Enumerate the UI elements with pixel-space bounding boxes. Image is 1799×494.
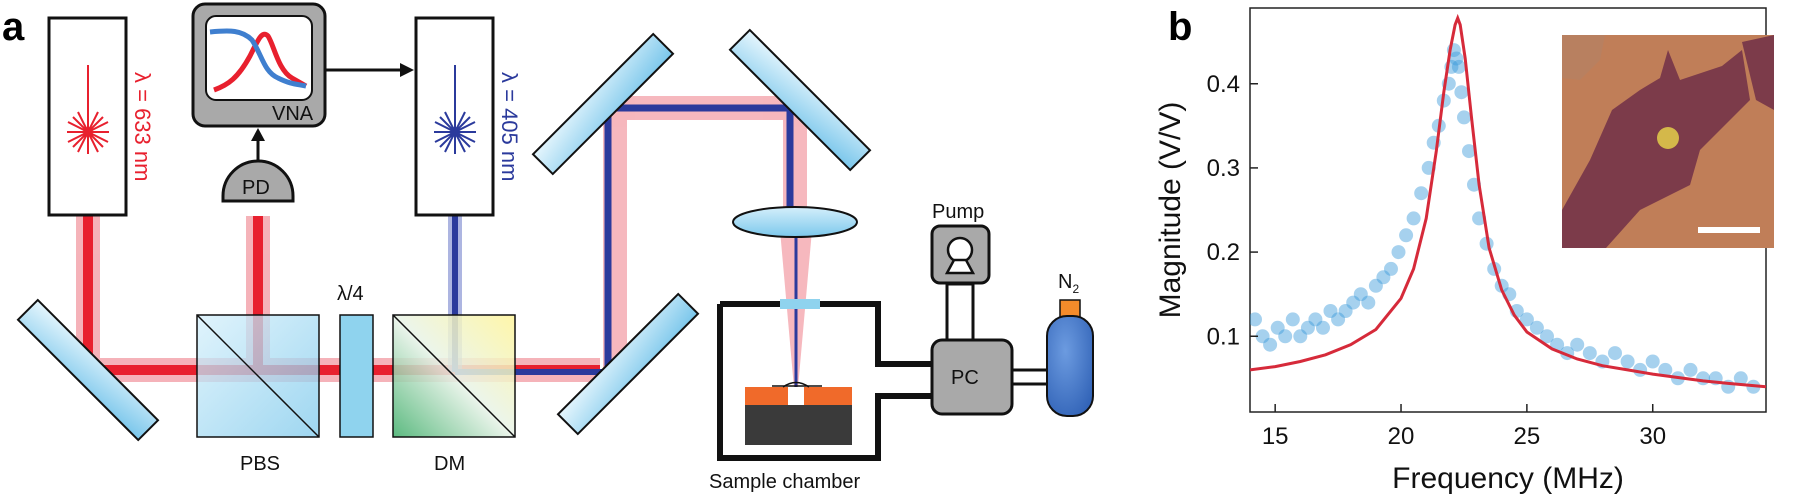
- dm-label: DM: [434, 453, 465, 475]
- mirror-bottom-right: [556, 292, 700, 436]
- data-point: [1696, 371, 1711, 386]
- nitrogen-tank: N2: [1046, 271, 1094, 417]
- mirror-left: [16, 298, 160, 442]
- data-point: [1620, 354, 1635, 369]
- polarizing-beam-splitter: PBS: [196, 314, 320, 475]
- data-point: [1338, 304, 1353, 318]
- data-point: [1255, 329, 1270, 344]
- sample-cavity: [788, 387, 804, 405]
- n2-label: N2: [1058, 271, 1079, 296]
- panel-b-label: b: [1168, 5, 1192, 49]
- data-point: [1457, 110, 1471, 125]
- data-point: [1308, 312, 1323, 327]
- vna-magnitude-trace: [213, 31, 308, 93]
- data-point: [1519, 312, 1534, 327]
- pressure-controller: PC: [930, 338, 1050, 416]
- sample-chamber: Sample chamber: [709, 299, 940, 493]
- data-point: [1361, 295, 1376, 310]
- data-point: [1270, 320, 1285, 335]
- data-point: [1645, 354, 1660, 369]
- data-point: [1399, 228, 1414, 243]
- data-point: [1278, 329, 1293, 344]
- data-point: [1293, 329, 1308, 344]
- data-point: [1733, 371, 1748, 386]
- vacuum-pump: Pump: [930, 201, 991, 344]
- red-laser-burst-icon: [67, 65, 109, 154]
- x-tick-label: 30: [1639, 423, 1666, 450]
- y-tick-label: 0.4: [1207, 71, 1240, 98]
- x-tick-label: 20: [1388, 423, 1415, 450]
- inset-laser-spot: [1657, 127, 1679, 149]
- blue-laser: λ = 405 nm: [414, 16, 522, 217]
- data-point: [1462, 144, 1476, 159]
- data-point: [1582, 346, 1597, 361]
- blue-laser-wavelength: λ = 405 nm: [497, 72, 522, 181]
- y-tick-label: 0.3: [1207, 155, 1240, 182]
- x-tick-label: 25: [1514, 423, 1541, 450]
- data-point: [1300, 320, 1315, 335]
- y-axis: 0.1 0.2 0.3 0.4: [1207, 71, 1258, 350]
- blue-laser-burst-icon: [434, 65, 476, 154]
- quarter-wave-plate: λ/4: [337, 283, 374, 438]
- x-axis-label: Frequency (MHz): [1392, 462, 1624, 494]
- vna-to-laser-arrow: [325, 63, 414, 77]
- data-point: [1316, 320, 1330, 335]
- data-point: [1263, 337, 1278, 352]
- inset-scale-bar: [1698, 227, 1760, 233]
- data-point: [1540, 329, 1554, 344]
- fit-curve: [1250, 13, 1766, 389]
- data-point: [1683, 362, 1698, 377]
- quarter-wave-label: λ/4: [337, 283, 364, 305]
- data-point: [1376, 270, 1391, 285]
- data-point: [1449, 51, 1464, 66]
- data-point: [1353, 287, 1368, 302]
- vna-phase-trace: [209, 28, 307, 89]
- sample-chamber-label: Sample chamber: [709, 471, 861, 493]
- data-point: [1570, 337, 1585, 352]
- pbs-label: PBS: [240, 453, 280, 475]
- pump-label: Pump: [932, 201, 984, 223]
- data-point: [1451, 59, 1466, 74]
- pd-label: PD: [242, 177, 270, 199]
- dichroic-mirror: DM: [392, 314, 516, 475]
- x-axis: 15 20 25 30: [1262, 404, 1666, 450]
- data-point: [1331, 312, 1346, 327]
- pd-to-vna-arrow: [251, 128, 265, 164]
- y-axis-label: Magnitude (V/V): [1154, 102, 1187, 319]
- data-point: [1414, 186, 1429, 201]
- pc-label: PC: [951, 367, 979, 389]
- panel-a-label: a: [2, 5, 25, 49]
- data-point: [1454, 85, 1469, 100]
- vna-label: VNA: [272, 103, 314, 125]
- data-point: [1608, 346, 1622, 361]
- photodetector: PD: [221, 159, 295, 203]
- x-tick-label: 15: [1262, 423, 1289, 450]
- data-point: [1658, 362, 1673, 377]
- data-point: [1368, 278, 1383, 293]
- data-point: [1406, 211, 1421, 226]
- vna-instrument: VNA: [191, 2, 327, 128]
- data-point: [1323, 304, 1338, 318]
- data-point: [1346, 295, 1361, 310]
- data-point: [1391, 245, 1406, 260]
- chamber-window: [780, 299, 820, 309]
- data-point: [1384, 261, 1398, 276]
- inset-micrograph: [1562, 35, 1774, 248]
- red-laser: λ = 633 nm: [47, 16, 155, 217]
- y-tick-label: 0.2: [1207, 239, 1240, 266]
- y-tick-label: 0.1: [1207, 323, 1240, 350]
- mirror-top-left: [531, 32, 675, 176]
- sample-substrate: [745, 405, 852, 445]
- data-point: [1250, 312, 1262, 327]
- data-point: [1285, 312, 1300, 327]
- red-laser-wavelength: λ = 633 nm: [130, 72, 155, 181]
- mirror-top-right: [728, 28, 872, 172]
- objective-lens: [732, 206, 858, 238]
- data-point: [1529, 320, 1544, 335]
